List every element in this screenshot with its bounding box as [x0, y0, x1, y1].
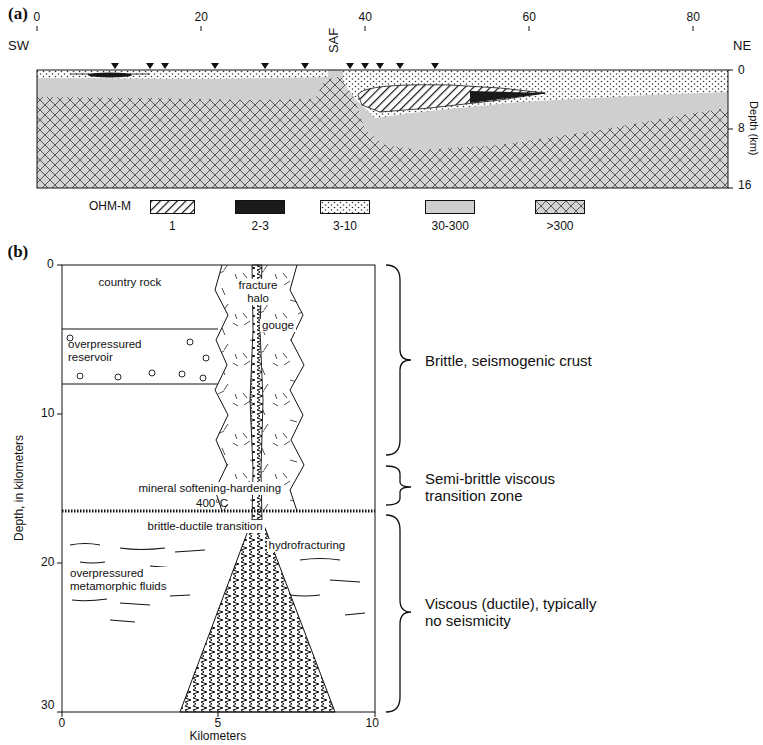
zone-label: mineral softening-hardening	[137, 482, 284, 495]
zone-label: hydrofracturing	[267, 539, 348, 552]
panel-letter: (b)	[8, 242, 29, 262]
axis-number: 0	[34, 11, 41, 25]
zone-label: brittle-ductile transition	[146, 520, 265, 533]
panel-letter: (a)	[8, 4, 28, 24]
axis-number: 8	[738, 122, 745, 136]
legend-swatch	[150, 200, 195, 214]
bracket-label: Viscous (ductile), typically no seismici…	[425, 595, 615, 630]
axis-number: 80	[687, 11, 700, 25]
direction-label: SW	[8, 39, 29, 54]
temperature-label: 400°C	[196, 497, 228, 510]
legend-label: 3-10	[333, 220, 357, 234]
legend-pattern	[536, 201, 584, 213]
axis-number: 16	[738, 179, 751, 193]
legend-swatch	[535, 200, 585, 214]
legend-label: >300	[547, 220, 574, 234]
fault-zone-model	[57, 265, 411, 717]
axis-title: Depth, in kilometers	[13, 435, 27, 541]
axis-number: 0	[59, 717, 66, 731]
axis-number: 0	[738, 64, 745, 78]
legend-swatch	[235, 200, 285, 214]
axis-number: 30	[41, 699, 54, 713]
axis-number: 20	[195, 11, 208, 25]
resistivity-section	[37, 26, 733, 188]
axis-number: 10	[366, 717, 379, 731]
fault-label: SAF	[327, 27, 342, 52]
legend-label: 2-3	[252, 220, 269, 234]
legend-swatch	[425, 200, 475, 214]
legend-pattern	[151, 201, 194, 213]
zone-label: overpressured reservoir	[68, 338, 163, 364]
legend-swatch	[320, 200, 370, 214]
direction-label: NE	[733, 39, 751, 54]
axis-title: Depth (km)	[747, 101, 760, 155]
axis-number: 60	[523, 11, 536, 25]
legend-title: OHM-M	[89, 200, 131, 214]
bracket-label: Brittle, seismogenic crust	[425, 352, 615, 369]
zone-label: fracture halo	[232, 279, 284, 305]
legend-pattern	[321, 201, 369, 213]
axis-number: 10	[41, 407, 54, 421]
zone-label: country rock	[99, 276, 162, 289]
axis-number: 20	[41, 556, 54, 570]
axis-title: Kilometers	[190, 730, 247, 744]
legend-label: 30-300	[432, 220, 469, 234]
axis-number: 0	[47, 258, 54, 272]
bracket-label: Semi-brittle viscous transition zone	[425, 470, 615, 505]
legend-label: 1	[169, 220, 176, 234]
axis-number: 40	[359, 11, 372, 25]
axis-number: 5	[215, 717, 222, 731]
zone-label: gouge	[260, 319, 296, 332]
zone-label: overpressured metamorphic fluids	[68, 567, 177, 593]
